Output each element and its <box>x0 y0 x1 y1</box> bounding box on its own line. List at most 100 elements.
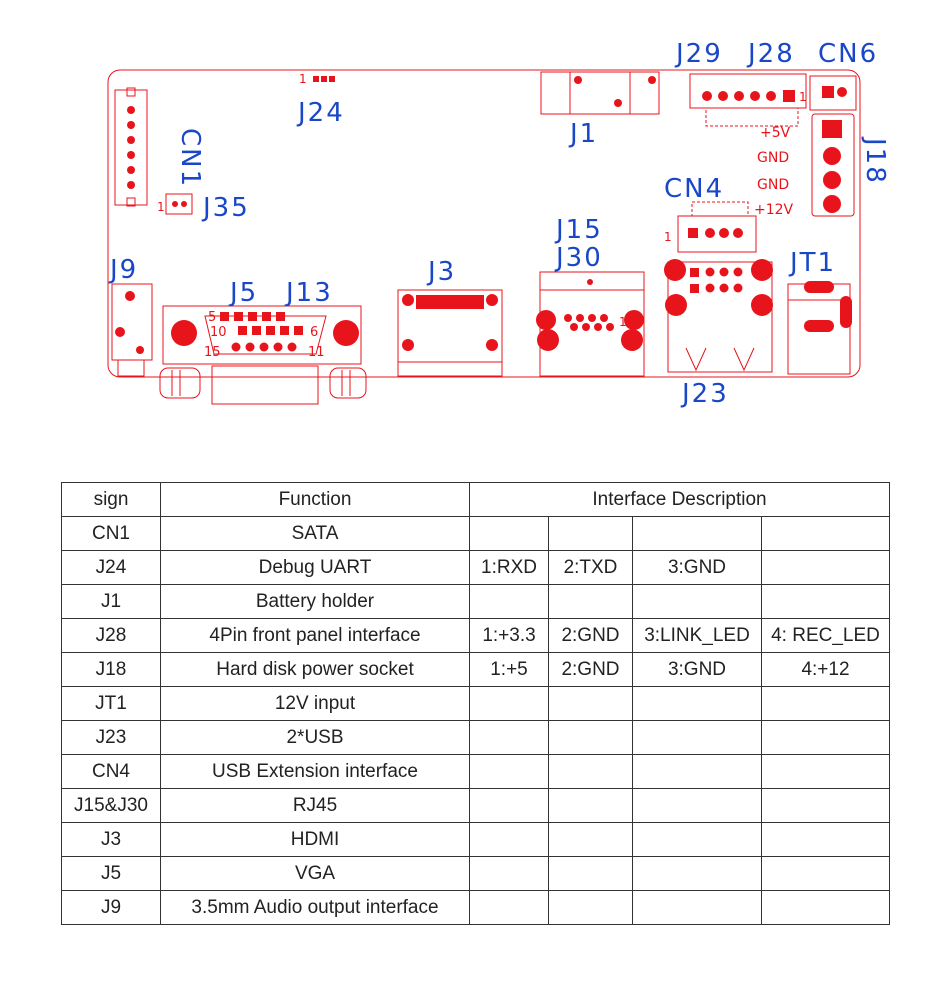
j23-usb-connector <box>667 261 773 373</box>
j18-connector <box>811 113 855 217</box>
label-j24: J24 <box>296 98 345 128</box>
header-interface-description: Interface Description <box>469 482 890 517</box>
cell-d1: 1:+5 <box>469 652 549 687</box>
pin-mark-j30: 1 <box>619 315 627 329</box>
cell-function: HDMI <box>160 822 470 857</box>
pin-mark-vga-5: 5 <box>208 310 216 325</box>
cell-d1 <box>469 686 549 721</box>
cell-d3 <box>632 822 762 857</box>
cell-sign: J24 <box>61 550 161 585</box>
cell-d4: 4:+12 <box>761 652 890 687</box>
pin-mark-plus-5v: +5V <box>760 125 791 141</box>
label-j15: J15 <box>554 215 603 245</box>
cell-function: SATA <box>160 516 470 551</box>
cell-d3: 3:GND <box>632 652 762 687</box>
pin-mark-j28: 1 <box>799 90 807 104</box>
label-j18: J18 <box>860 136 890 185</box>
cell-sign: CN1 <box>61 516 161 551</box>
label-j35: J35 <box>201 193 250 223</box>
cell-d2 <box>548 856 633 891</box>
cell-d2 <box>548 754 633 789</box>
cell-d3: 3:GND <box>632 550 762 585</box>
pin-mark-j35: 1 <box>157 200 165 214</box>
cell-d2: 2:GND <box>548 652 633 687</box>
cell-sign: J23 <box>61 720 161 755</box>
cell-d4 <box>761 516 890 551</box>
cell-d2 <box>548 686 633 721</box>
cell-sign: J18 <box>61 652 161 687</box>
cell-d4 <box>761 890 890 925</box>
label-j1: J1 <box>568 119 598 149</box>
label-j28: J28 <box>746 39 795 69</box>
cell-d4 <box>761 550 890 585</box>
label-j9: J9 <box>108 255 138 285</box>
j9-audio-jack <box>111 283 153 377</box>
cell-function: VGA <box>160 856 470 891</box>
cell-d4 <box>761 720 890 755</box>
label-j13: J13 <box>284 278 333 308</box>
pin-mark-gnd-1: GND <box>757 150 789 166</box>
label-jt1: JT1 <box>788 248 836 278</box>
j35-connector <box>165 193 193 215</box>
pin-mark-j24: 1 <box>299 72 307 86</box>
cell-d3 <box>632 720 762 755</box>
label-cn6: CN6 <box>818 39 878 69</box>
cell-sign: J3 <box>61 822 161 857</box>
cell-function: 3.5mm Audio output interface <box>160 890 470 925</box>
cell-function: Debug UART <box>160 550 470 585</box>
pin-mark-vga-6: 6 <box>310 325 318 340</box>
pin-mark-vga-15: 15 <box>204 345 221 360</box>
cell-d1 <box>469 822 549 857</box>
cell-d4 <box>761 856 890 891</box>
pin-mark-gnd-2: GND <box>757 177 789 193</box>
cell-sign: J1 <box>61 584 161 619</box>
cell-d2 <box>548 822 633 857</box>
cell-sign: JT1 <box>61 686 161 721</box>
cell-d1 <box>469 516 549 551</box>
cn1-connector <box>114 87 148 207</box>
pin-mark-plus-12v: +12V <box>754 202 794 218</box>
cell-function: USB Extension interface <box>160 754 470 789</box>
cell-d1 <box>469 788 549 823</box>
cell-d1: 1:RXD <box>469 550 549 585</box>
cell-d3 <box>632 516 762 551</box>
cell-sign: J5 <box>61 856 161 891</box>
header-function: Function <box>160 482 470 517</box>
label-cn4: CN4 <box>664 174 724 204</box>
cell-d1 <box>469 890 549 925</box>
pin-mark-vga-11: 11 <box>308 345 325 360</box>
label-cn1: CN1 <box>175 128 205 188</box>
cell-d2: 2:GND <box>548 618 633 653</box>
cell-d4 <box>761 584 890 619</box>
label-j3: J3 <box>426 257 456 287</box>
cell-d4: 4: REC_LED <box>761 618 890 653</box>
pin-mark-cn4: 1 <box>664 230 672 244</box>
cell-d2: 2:TXD <box>548 550 633 585</box>
cell-sign: J28 <box>61 618 161 653</box>
j5-vga-connector <box>159 305 367 405</box>
cell-d4 <box>761 754 890 789</box>
cell-d1 <box>469 856 549 891</box>
board-outline <box>107 69 861 378</box>
cell-d1 <box>469 720 549 755</box>
cell-d3 <box>632 788 762 823</box>
cell-d4 <box>761 686 890 721</box>
cell-d1 <box>469 584 549 619</box>
cell-d1: 1:+3.3 <box>469 618 549 653</box>
cell-function: Hard disk power socket <box>160 652 470 687</box>
label-j30: J30 <box>554 243 603 273</box>
cell-sign: CN4 <box>61 754 161 789</box>
cell-d2 <box>548 720 633 755</box>
cell-d3 <box>632 584 762 619</box>
